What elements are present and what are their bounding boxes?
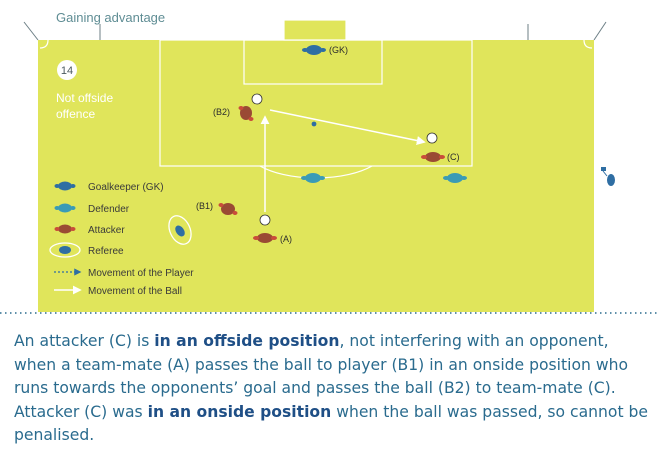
legend-attacker-icon (54, 224, 76, 234)
legend-referee-label: Referee (88, 246, 124, 257)
legend-player-movement-label: Movement of the Player (88, 268, 194, 279)
ball-icon (426, 132, 438, 144)
defender-right (443, 173, 467, 183)
caption-part: An attacker (C) is (14, 332, 155, 350)
assistant-referee (601, 167, 615, 186)
legend-goalkeeper-icon (54, 181, 76, 191)
legend-defender-label: Defender (88, 204, 130, 215)
label-b2: (B2) (213, 107, 230, 117)
ball-icon (259, 214, 271, 226)
subtitle-line2: offence (56, 107, 95, 121)
goalkeeper-player (302, 45, 326, 55)
caption-bold: in an onside position (147, 402, 332, 421)
caption-bold: in an offside position (154, 332, 340, 350)
attacker-b1 (218, 203, 238, 215)
label-c: (C) (447, 152, 460, 162)
number-text: 14 (61, 65, 73, 77)
caption-text: An attacker (C) is in an offside positio… (14, 330, 650, 448)
diagram-title: Gaining advantage (56, 10, 165, 25)
label-b1: (B1) (196, 201, 213, 211)
subtitle-line1: Not offside (56, 91, 113, 105)
defender-left (301, 173, 325, 183)
ball-path-b2-to-c (269, 109, 426, 145)
legend-attacker-label: Attacker (88, 225, 125, 236)
label-a: (A) (280, 234, 292, 244)
offside-diagram: Gaining advantage 14 Not offside offence… (0, 10, 659, 314)
legend-goalkeeper-label: Goalkeeper (GK) (88, 182, 164, 193)
legend-ball-movement-label: Movement of the Ball (88, 286, 182, 297)
label-gk: (GK) (329, 45, 348, 55)
referee-on-pitch (168, 215, 192, 245)
attacker-c (421, 152, 445, 162)
caption-part: when the ball was passed, so cannot be p… (14, 402, 649, 445)
legend-defender-icon (54, 203, 76, 213)
caption-part: , not interfering with an opponent, when… (14, 332, 628, 421)
ball-icon (251, 93, 263, 105)
legend: Goalkeeper (GK) Defender Attacker Refere… (49, 181, 194, 297)
goal (283, 19, 347, 41)
attacker-b2 (238, 106, 254, 121)
attacker-a (253, 233, 277, 243)
legend-referee-icon (49, 242, 81, 258)
penalty-spot (311, 121, 317, 127)
number-badge (57, 60, 77, 80)
